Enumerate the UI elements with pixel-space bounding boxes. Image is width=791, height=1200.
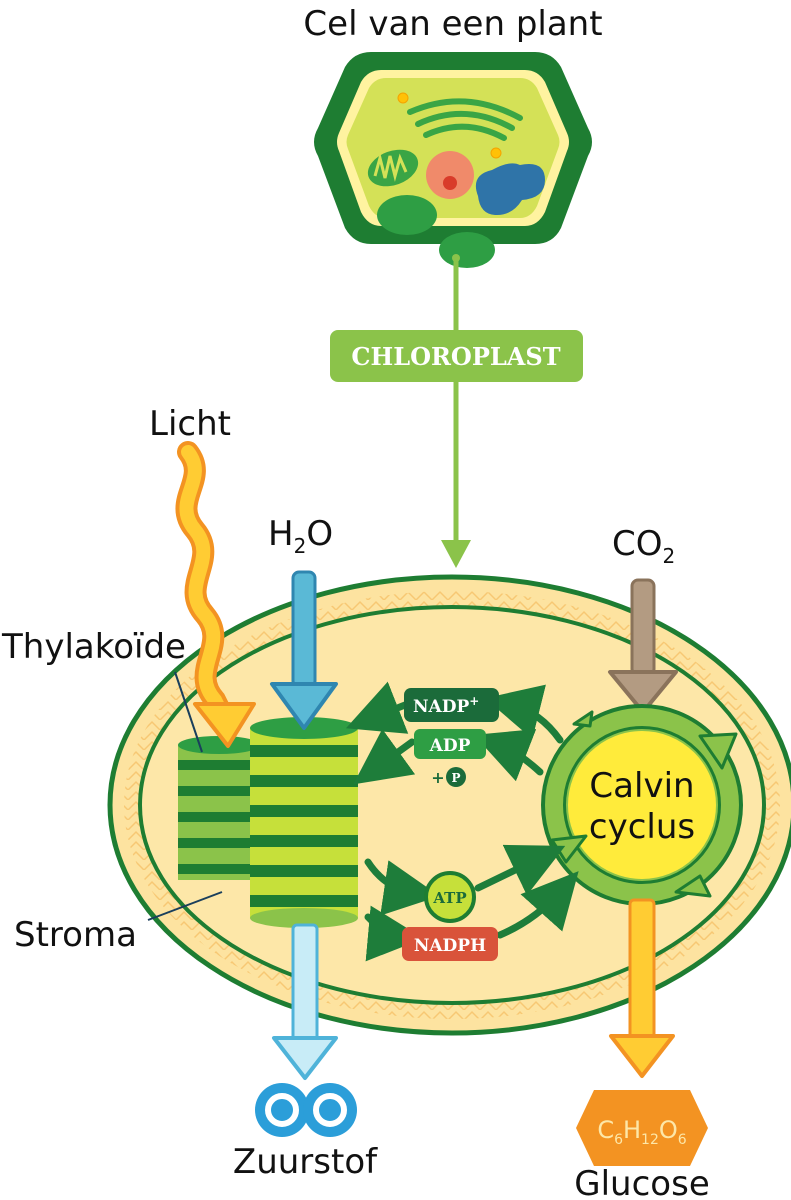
- glucose-label: Glucose: [574, 1164, 709, 1200]
- water-arrow: [270, 570, 338, 730]
- cell-granule: [490, 147, 502, 159]
- svg-text:CHLOROPLAST: CHLOROPLAST: [351, 342, 560, 371]
- cell-chloroplast-highlighted: [439, 232, 495, 268]
- co2-label: CO2: [612, 524, 675, 568]
- adp-badge: ADP: [414, 729, 486, 759]
- glucose-badge: C6H12O6: [576, 1090, 708, 1166]
- thylakoid-stack-small: [178, 736, 260, 880]
- glucose-arrow: [609, 898, 675, 1078]
- light-arrow: [175, 441, 256, 748]
- plant-cell: [314, 52, 592, 268]
- svg-text:+: +: [431, 768, 444, 787]
- pointer-arrowhead: [441, 540, 471, 568]
- oxygen-label: Zuurstof: [233, 1142, 378, 1182]
- vacuole: [475, 163, 545, 216]
- co2-arrow: [608, 578, 678, 714]
- calvin-cycle: Calvin cyclus: [541, 704, 743, 906]
- thylakoid-leader-line: [174, 671, 203, 753]
- stroma-label: Stroma: [14, 915, 137, 955]
- mitochondrion: [367, 149, 419, 187]
- thylakoid-stack-large: [250, 717, 358, 928]
- calvin-label-line1: Calvin: [589, 766, 694, 806]
- cell-granule: [397, 92, 409, 104]
- cell-chloroplast: [377, 195, 437, 235]
- svg-text:ADP: ADP: [429, 736, 471, 756]
- golgi-apparatus: [407, 98, 523, 141]
- phosphate-badge: + P: [431, 767, 466, 787]
- page-title: Cel van een plant: [303, 4, 602, 44]
- thylakoid-label: Thylakoïde: [1, 627, 186, 667]
- oxygen-arrow: [272, 923, 338, 1080]
- svg-text:C6H12O6: C6H12O6: [597, 1116, 686, 1148]
- carrier-arrows: [345, 681, 579, 962]
- cycle-arrowhead: [572, 710, 594, 728]
- cycle-arrowhead: [698, 732, 738, 770]
- svg-text:P: P: [451, 771, 460, 785]
- svg-text:ATP: ATP: [432, 889, 466, 907]
- atp-badge: ATP: [424, 871, 476, 923]
- nadph-badge: NADPH: [402, 927, 498, 961]
- calvin-label-line2: cyclus: [589, 807, 695, 847]
- chloroplast-badge: CHLOROPLAST: [330, 330, 583, 382]
- water-label: H2O: [268, 514, 333, 558]
- oxygen-molecule: [255, 1083, 357, 1137]
- nadp-badge: NADP+: [404, 688, 499, 722]
- light-label: Licht: [149, 404, 231, 444]
- nucleus: [426, 151, 474, 199]
- svg-text:NADP+: NADP+: [413, 694, 479, 717]
- stroma-leader-line: [147, 891, 223, 921]
- nucleolus: [443, 176, 457, 190]
- svg-text:NADPH: NADPH: [414, 936, 486, 956]
- cycle-arrowhead: [674, 874, 712, 898]
